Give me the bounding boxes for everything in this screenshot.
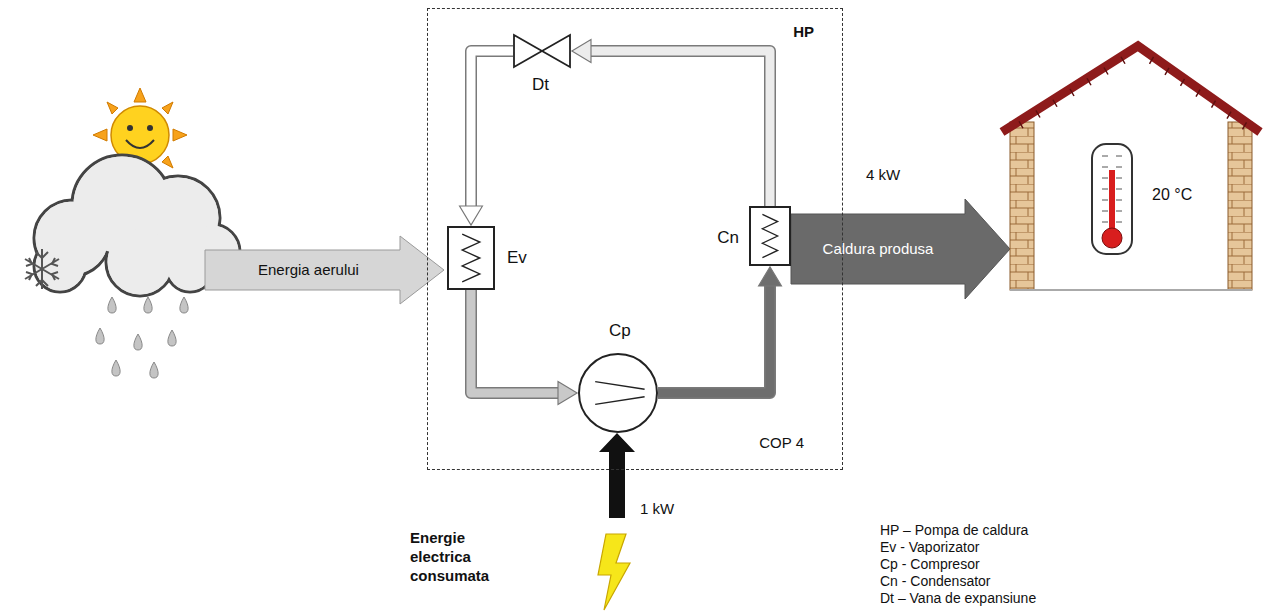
- power-value: 4 kW: [866, 166, 900, 183]
- legend-line: Cn - Condensator: [880, 573, 991, 589]
- pipe-outline: [471, 290, 558, 393]
- coil-drawing: [751, 208, 789, 264]
- part-label: Cp: [609, 321, 631, 341]
- pipe-outline: [658, 286, 770, 393]
- cop-value: COP 4: [759, 434, 804, 451]
- pipe-outline: [471, 51, 513, 206]
- part-label: Cn: [717, 228, 739, 248]
- input-caption: Energie electrica consumata: [410, 528, 502, 585]
- legend-line: Dt – Vana de expansiune: [880, 590, 1036, 606]
- air-energy-arrow: [205, 236, 444, 304]
- legend-line: HP – Pompa de caldura: [880, 522, 1028, 538]
- house-drawing: [1010, 40, 1252, 292]
- expansion-valve: Dt: [513, 33, 571, 69]
- arrow-text: Energia aerului: [258, 261, 359, 278]
- boundary-title: HP: [793, 23, 814, 40]
- refrigerant-flow-arrow: [658, 286, 770, 393]
- power-value: 1 kW: [640, 500, 674, 517]
- valve-drawing: [513, 33, 571, 69]
- part-label: Ev: [507, 248, 527, 268]
- connector-group: [658, 286, 770, 393]
- house: 20 °C: [1010, 40, 1252, 292]
- refrigerant-flow-arrow: [591, 51, 770, 206]
- connector-group: [791, 199, 1010, 299]
- connector-group: [471, 290, 558, 393]
- legend-line: Cp - Compresor: [880, 556, 980, 572]
- coil-drawing: [449, 228, 493, 288]
- pipe-outline: [591, 51, 770, 206]
- connector-group: [471, 51, 513, 206]
- rain-drops: [96, 297, 188, 378]
- compressor-circle: Cp: [578, 353, 658, 433]
- snowflake-icon: [25, 249, 59, 289]
- connector-group: [591, 51, 770, 206]
- electric-input-arrow: [599, 433, 635, 518]
- refrigerant-flow-arrow: [471, 51, 513, 206]
- comp-drawing: [580, 355, 656, 431]
- heat-pump-boundary: HP COP 4 EvCp Cn Dt: [427, 8, 843, 470]
- edge-label: Caldura produsa: [823, 240, 934, 257]
- condenser-box: Cn: [749, 206, 791, 266]
- temperature-label: 20 °C: [1152, 186, 1192, 204]
- lightning-icon: [598, 534, 630, 610]
- evaporator-box: Ev: [447, 226, 495, 290]
- part-label: Dt: [532, 75, 549, 95]
- refrigerant-flow-arrow: [471, 290, 558, 393]
- legend-line: Ev - Vaporizator: [880, 539, 979, 555]
- heat-output-arrow: [791, 199, 1010, 299]
